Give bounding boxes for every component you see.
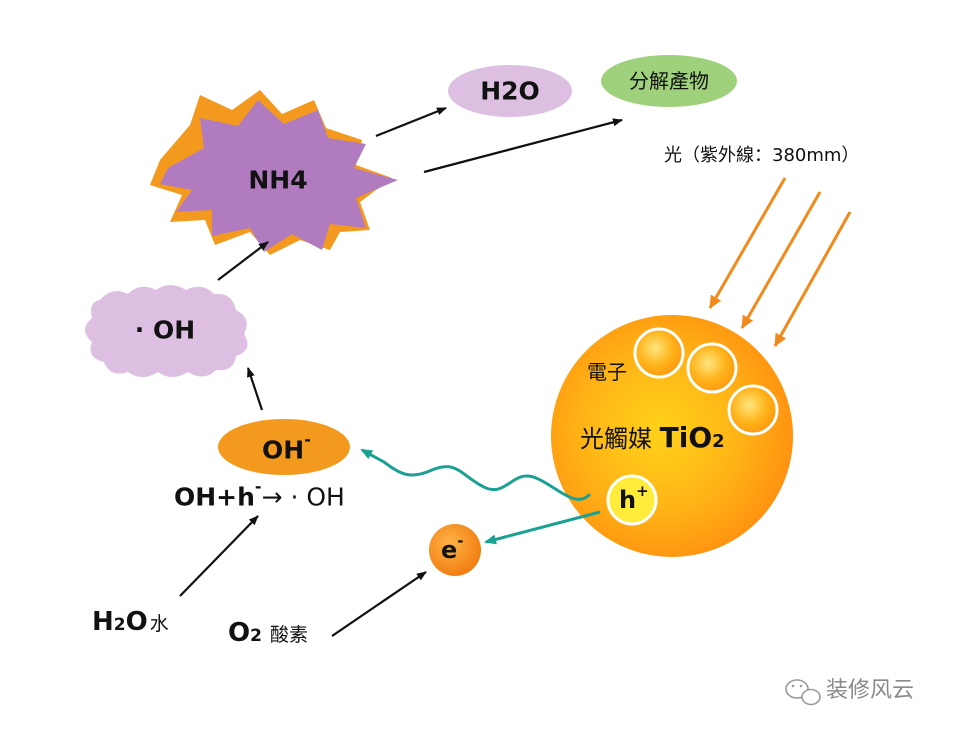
light-label: 光（紫外線：380mm） xyxy=(664,145,860,166)
electron-e: e xyxy=(441,536,458,564)
hole-label: h+ xyxy=(619,484,649,514)
hole-circle xyxy=(606,474,658,526)
uv-ray-3 xyxy=(773,211,852,347)
hydroxide-ion-label: OH- xyxy=(262,432,311,465)
hydroxyl-radical-cloud xyxy=(85,285,248,377)
hydroxyl-radical-label: · OH xyxy=(134,315,196,345)
nh4-burst xyxy=(160,100,398,252)
h2o-product-ellipse xyxy=(448,65,572,117)
hole-to-electron-arrow xyxy=(484,510,601,545)
catalyst-label: 光觸媒 TiO2 xyxy=(580,424,725,452)
uv-ray-1 xyxy=(708,177,787,309)
electron-charge: - xyxy=(457,532,464,550)
water-sub: 2 xyxy=(113,615,126,635)
reaction-reactants: OH+h xyxy=(174,482,255,512)
reaction-product: → · OH xyxy=(261,482,345,512)
reaction-equation: OH+h-→ · OH xyxy=(174,479,345,512)
wechat-icon xyxy=(785,679,821,706)
reaction-charge: - xyxy=(254,477,262,496)
hole-to-hydroxide-wave xyxy=(360,448,592,501)
hydroxide-ion-charge: - xyxy=(304,430,311,449)
electron-node-label: e- xyxy=(441,534,464,564)
uv-ray-2 xyxy=(740,191,822,329)
radical-to-nh4-arrow xyxy=(217,241,269,281)
oxygen-name: 酸素 xyxy=(269,624,308,646)
decomposition-products-ellipse xyxy=(601,55,737,107)
nh4-label: NH4 xyxy=(248,165,308,195)
decomposition-products-label: 分解產物 xyxy=(629,69,709,93)
catalyst-formula: TiO xyxy=(659,421,713,454)
hole-h: h xyxy=(619,486,637,514)
water-to-reaction-arrow xyxy=(179,515,259,597)
catalyst-name: 光觸媒 xyxy=(580,425,660,453)
nh4-to-products-arrow xyxy=(423,118,623,174)
nh4-to-h2o-arrow xyxy=(375,106,447,138)
electrons-label: 電子 xyxy=(587,360,627,384)
electron-bubble-1 xyxy=(633,327,685,379)
water-h: H xyxy=(92,607,114,637)
oxygen-sub: 2 xyxy=(250,626,262,646)
catalyst-sub: 2 xyxy=(712,431,725,452)
hydroxide-ion-text: OH xyxy=(262,435,305,465)
oxygen-to-electron-arrow xyxy=(331,571,427,637)
oxygen-o: O xyxy=(228,618,251,648)
watermark-text: 装修风云 xyxy=(826,678,915,703)
electron-bubble-2 xyxy=(686,342,738,394)
hydroxide-to-radical-arrow xyxy=(246,367,264,411)
h2o-product-label: H2O xyxy=(480,76,540,106)
hydroxide-ion-ellipse xyxy=(218,419,350,475)
hole-charge: + xyxy=(636,482,649,500)
oxygen-label: O2 酸素 xyxy=(228,620,308,646)
electron-bubble-3 xyxy=(727,384,779,436)
water-name: 水 xyxy=(149,613,169,635)
electron-circle xyxy=(429,524,481,576)
water-o: O xyxy=(125,607,148,637)
